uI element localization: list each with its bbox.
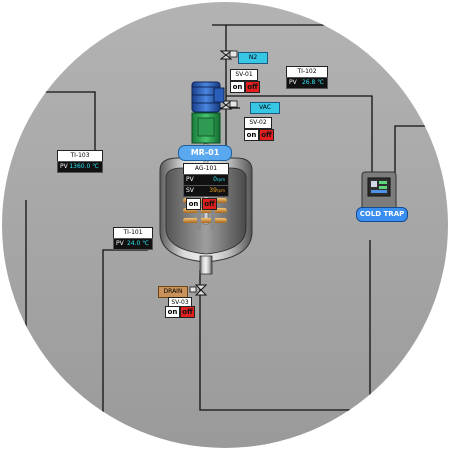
ti101-value: 24.0 (126, 240, 141, 247)
ti103-key: PV (60, 163, 68, 170)
n2-gas-label: N2 (238, 52, 268, 64)
agitator-sv-key: SV (186, 187, 194, 194)
gearbox (191, 112, 221, 144)
pipe-to-cold-trap (226, 95, 373, 172)
valve-sv01[interactable] (219, 50, 238, 60)
ti102-readout: 26.8 ℃ (302, 78, 324, 88)
agitator-sv-readout: 39rpm (209, 186, 225, 196)
ti102-display: PV 26.8 ℃ (286, 77, 328, 89)
agitator-pv-readout: 0rpm (213, 175, 225, 185)
agitator-sv-unit: rpm (216, 188, 225, 193)
sv01-on-button[interactable]: on (230, 81, 245, 93)
cold-trap-label[interactable]: COLD TRAP (356, 207, 408, 222)
sv01-off-button[interactable]: off (245, 81, 260, 93)
ti103-readout: 1360.0 ℃ (69, 162, 99, 172)
impeller-blade (183, 218, 227, 223)
ti101-readout: 24.0 ℃ (127, 239, 149, 249)
ti103-value: 1360.0 (69, 163, 91, 170)
agitator-motor (191, 81, 225, 113)
ti102-value: 26.8 (301, 79, 316, 86)
cold-trap-unit (361, 171, 397, 213)
agitator-sv-display[interactable]: SV 39rpm (183, 185, 229, 197)
valve-sv02[interactable] (219, 100, 238, 110)
agitator-sv-value: 39 (209, 187, 217, 194)
valve-sv03[interactable] (189, 284, 208, 296)
reactor-name-badge[interactable]: MR-01 (178, 145, 232, 161)
ti101-display: PV 24.0 ℃ (113, 238, 153, 250)
ti101-key: PV (116, 240, 124, 247)
agitator-pv-unit: rpm (216, 177, 225, 182)
ti102-key: PV (289, 79, 297, 86)
pipe-drain-return (199, 240, 371, 411)
agitator-on-button[interactable]: on (186, 198, 201, 210)
ti102-unit: ℃ (317, 79, 324, 86)
sv02-tag: SV-02 (244, 117, 272, 129)
ti103-unit: ℃ (92, 163, 99, 170)
ti101-unit: ℃ (142, 240, 149, 247)
agitator-off-button[interactable]: off (202, 198, 217, 210)
sv03-on-button[interactable]: on (165, 306, 180, 318)
ti103-display: PV 1360.0 ℃ (57, 161, 103, 173)
sv02-on-button[interactable]: on (244, 129, 259, 141)
sv01-tag: SV-01 (230, 69, 258, 81)
agitator-pv-value: 0 (213, 176, 217, 183)
pipe-ti101 (102, 249, 148, 448)
agitator-pv-key: PV (186, 176, 194, 183)
sv02-off-button[interactable]: off (259, 129, 274, 141)
sv03-off-button[interactable]: off (180, 306, 195, 318)
vac-gas-label: VAC (250, 102, 280, 114)
